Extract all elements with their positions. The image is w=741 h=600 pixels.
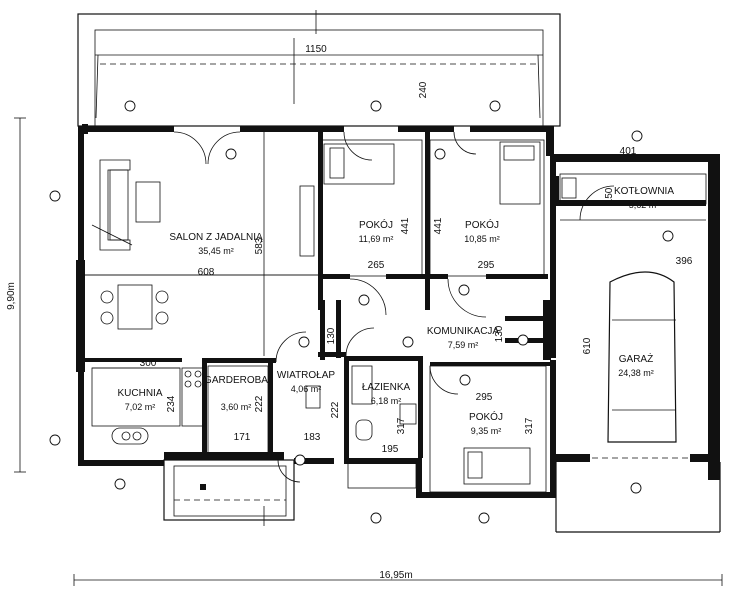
dim-265: 265	[368, 260, 385, 271]
dim-130b: 130	[494, 325, 505, 342]
marker-D5	[298, 336, 310, 348]
room-name-komunikacja: KOMUNIKACJA	[427, 326, 500, 337]
markers	[49, 100, 674, 524]
dimension-labels: 1150 240 441 441 583 608 265 295 150 401…	[6, 44, 693, 581]
dim-total-width: 16,95m	[379, 570, 412, 581]
dim-317b: 317	[524, 417, 535, 434]
dim-610: 610	[582, 337, 593, 354]
furniture	[91, 141, 677, 490]
room-area-pokoj1: 11,69 m²	[359, 234, 394, 244]
room-name-garderoba: GARDEROBA	[204, 375, 268, 386]
room-name-wiatrolap: WIATROŁAP	[277, 370, 335, 381]
room-area-kotlownia: 5,62 m²	[629, 200, 660, 210]
room-area-kuchnia: 7,02 m²	[125, 402, 156, 412]
marker-O10	[478, 512, 490, 524]
room-area-komunikacja: 7,59 m²	[448, 340, 479, 350]
dim-222a: 222	[254, 395, 265, 412]
marker-D6	[402, 336, 414, 348]
room-area-salon: 35,45 m²	[198, 246, 234, 256]
room-name-salon: SALON Z JADALNIĄ	[169, 232, 263, 243]
dim-195: 195	[382, 444, 399, 455]
dim-150: 150	[604, 187, 615, 204]
dim-441b: 441	[433, 217, 444, 234]
marker-O1	[49, 434, 61, 446]
marker-O3	[49, 190, 61, 202]
room-name-pokoj2: POKÓJ	[465, 218, 499, 231]
marker-D4b	[294, 454, 306, 466]
marker-D4	[124, 100, 136, 112]
dim-317a: 317	[396, 417, 407, 434]
dim-130a: 130	[326, 327, 337, 344]
terrace-top	[77, 10, 561, 127]
dim-234: 234	[166, 395, 177, 412]
room-area-pokoj3: 9,35 m²	[471, 426, 502, 436]
marker-O5	[370, 100, 382, 112]
marker-D7	[662, 230, 674, 242]
dim-1150: 1150	[305, 44, 327, 55]
dimension-lines	[14, 54, 723, 586]
door-swings	[173, 131, 615, 483]
marker-D1	[517, 334, 529, 346]
room-area-garderoba: 3,60 m²	[221, 402, 252, 412]
room-area-lazienka: 6,18 m²	[371, 396, 402, 406]
dim-608: 608	[198, 267, 215, 278]
marker-O6	[489, 100, 501, 112]
dim-295b: 295	[476, 392, 493, 403]
interior-walls	[82, 132, 706, 458]
entrance-area	[163, 457, 721, 533]
room-area-garaz: 24,38 m²	[618, 368, 654, 378]
dim-222b: 222	[330, 401, 341, 418]
outer-walls	[76, 124, 720, 498]
marker-O9	[114, 478, 126, 490]
room-name-lazienka: ŁAZIENKA	[362, 382, 411, 393]
dim-240: 240	[418, 81, 429, 98]
dim-171: 171	[234, 432, 251, 443]
marker-D3d	[459, 374, 471, 386]
room-area-pokoj2: 10,85 m²	[464, 234, 500, 244]
room-name-kuchnia: KUCHNIA	[117, 388, 162, 399]
marker-D3c	[458, 284, 470, 296]
marker-D2	[434, 148, 446, 160]
marker-O7	[631, 130, 643, 142]
room-name-pokoj1: POKÓJ	[359, 218, 393, 231]
dim-583: 583	[254, 237, 265, 254]
marker-D3b	[358, 294, 370, 306]
room-labels: SALON Z JADALNIĄ 35,45 m² POKÓJ 11,69 m²…	[117, 186, 674, 436]
dim-300: 300	[140, 358, 157, 369]
dim-183: 183	[304, 432, 321, 443]
room-name-kotlownia: KOTŁOWNIA	[614, 186, 674, 197]
dim-295a: 295	[478, 260, 495, 271]
dim-401: 401	[620, 146, 637, 157]
room-area-wiatrolap: 4,06 m²	[291, 384, 322, 394]
room-name-pokoj3: POKÓJ	[469, 410, 503, 423]
dim-441a: 441	[400, 217, 411, 234]
marker-O2	[630, 482, 642, 494]
dim-396: 396	[676, 256, 693, 267]
marker-D3a	[225, 148, 237, 160]
dim-total-height: 9,90m	[6, 282, 17, 310]
room-name-garaz: GARAŻ	[619, 352, 653, 365]
marker-O8	[370, 512, 382, 524]
